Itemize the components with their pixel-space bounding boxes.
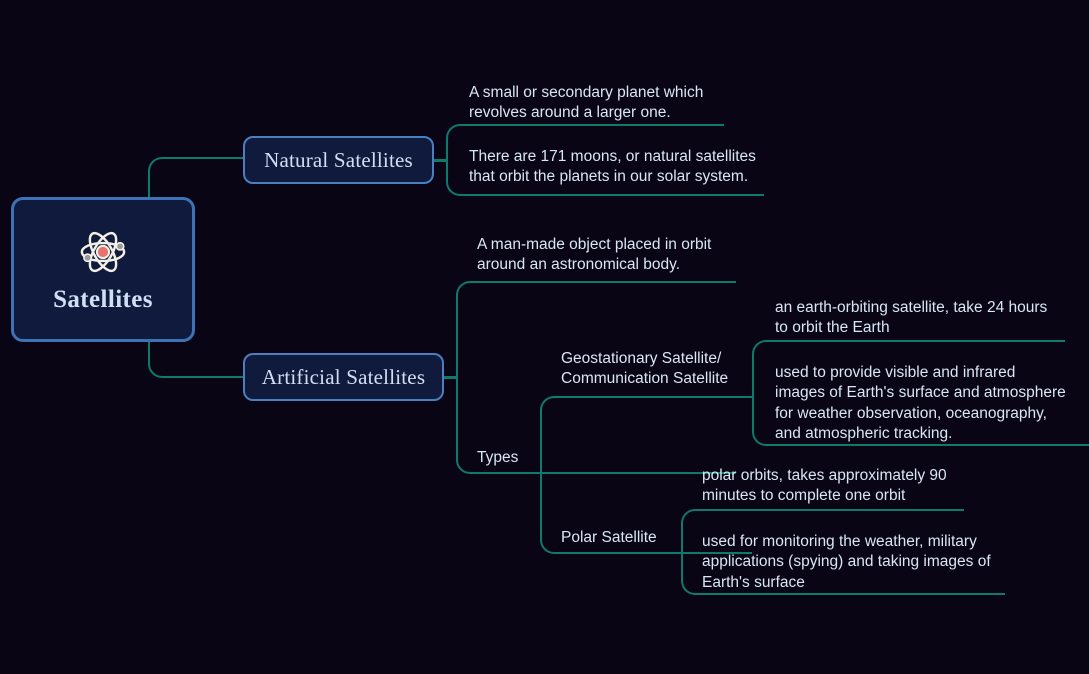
leaf-text-natural-definition: A small or secondary planet which revolv…: [469, 84, 704, 122]
bracket-polar-bottom-extension: [940, 592, 1005, 595]
leaf-text-geostationary-label: Geostationary Satellite/ Communication S…: [561, 350, 729, 388]
branch-label-natural-satellites: Natural Satellites: [264, 147, 413, 172]
leaf-text-artificial-definition: A man-made object placed in orbit around…: [477, 236, 712, 274]
leaf-text-natural-moons: There are 171 moons, or natural satellit…: [469, 148, 756, 186]
root-node-label: Satellites: [53, 285, 153, 313]
bracket-polar-children: [681, 509, 964, 595]
leaf-text-geostationary-use: used to provide visible and infrared ima…: [775, 364, 1066, 443]
atom-icon: [77, 226, 129, 278]
bracket-artificial-children: [456, 281, 736, 474]
branch-node-artificial-satellites[interactable]: Artificial Satellites: [243, 353, 444, 401]
bracket-types-children: [540, 396, 752, 554]
connector-natural-stub: [434, 159, 448, 162]
branch-label-artificial-satellites: Artificial Satellites: [261, 364, 426, 389]
connector-artificial-stub: [444, 376, 458, 379]
branch-node-natural-satellites[interactable]: Natural Satellites: [243, 136, 434, 184]
leaf-text-polar-use: used for monitoring the weather, militar…: [702, 533, 991, 591]
bracket-geostationary-children: [752, 340, 1065, 446]
root-node-satellites[interactable]: Satellites: [11, 197, 195, 342]
bracket-natural-children: [446, 124, 724, 196]
bracket-geostationary-bottom-extension: [1040, 443, 1089, 446]
leaf-text-polar-label: Polar Satellite: [561, 529, 657, 546]
leaf-text-geostationary-orbit: an earth-orbiting satellite, take 24 hou…: [775, 299, 1048, 337]
leaf-text-polar-orbit: polar orbits, takes approximately 90 min…: [702, 467, 947, 505]
leaf-text-types-label: Types: [477, 449, 519, 466]
bracket-natural-bottom-extension: [700, 193, 764, 196]
